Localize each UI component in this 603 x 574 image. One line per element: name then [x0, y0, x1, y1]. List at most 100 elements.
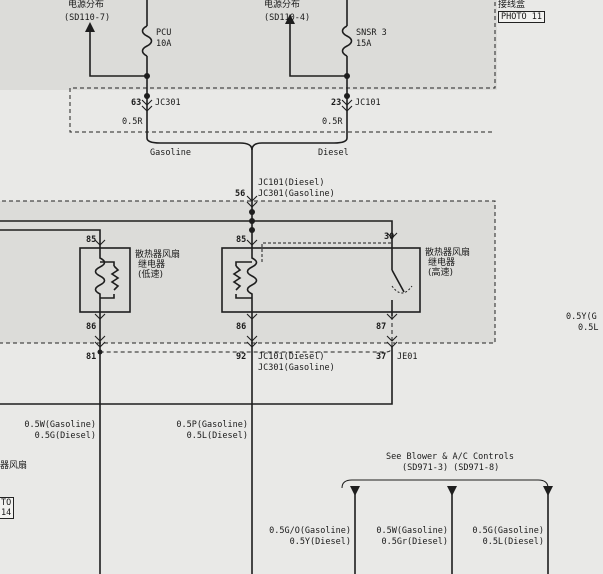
wire-mid-line2: 0.5L(Diesel) [186, 431, 248, 441]
wire-05r-right: 0.5R [322, 117, 343, 127]
arrow-blower-2 [447, 486, 457, 496]
arrow-right-source [285, 14, 295, 24]
relay-switch-link2 [391, 285, 413, 294]
label-je01: JE01 [397, 352, 418, 362]
label-diesel: Diesel [318, 148, 349, 158]
pin-37: 37 [376, 352, 387, 362]
splice-line1: JC101(Diesel) [258, 178, 325, 188]
wire-05r-left: 0.5R [122, 117, 143, 127]
conn-mark-56 [246, 195, 258, 208]
wire-mid-line1: 0.5P(Gasoline) [176, 420, 248, 430]
right-edge-wire2: 0.5L [578, 323, 599, 333]
conn-mark-86a [94, 313, 106, 320]
relay-high-switch [391, 242, 405, 316]
fuse-pcu-label: PCU [156, 28, 172, 38]
blower-wire3-a: 0.5G(Gasoline) [472, 526, 544, 536]
left-source-cn: 电源分布 [68, 0, 105, 10]
right-source-cn: 电源分布 [264, 0, 301, 10]
conn-mark-81 [94, 335, 106, 348]
conn-mark-92 [246, 335, 258, 348]
label-gasoline: Gasoline [150, 148, 191, 158]
pin-85a: 85 [86, 235, 97, 245]
pin-87: 87 [376, 322, 387, 332]
right-source-ref: (SD110-4) [264, 13, 311, 23]
conn-mark-86b [246, 313, 258, 320]
junction-box-photo: PHOTO 11 [498, 11, 545, 23]
left-source-ref: (SD110-7) [64, 13, 111, 23]
pin-81: 81 [86, 352, 97, 362]
conn-mark-85b [246, 239, 258, 246]
junction-dot-6 [249, 218, 255, 224]
wire-to-pin85a [0, 229, 101, 249]
label-jc101: JC101 [355, 98, 381, 108]
junction-dot-2 [344, 73, 350, 79]
relay-low-resistor [110, 265, 120, 291]
wire-gasoline [146, 122, 253, 151]
blower-ref-line2: (SD971-3) (SD971-8) [402, 463, 500, 473]
right-edge-wire1: 0.5Y(G [566, 312, 597, 322]
pin-30: 30 [384, 232, 395, 242]
fuse-pcu [141, 25, 153, 57]
wire-right-source [289, 20, 347, 77]
wire-diesel [251, 122, 348, 151]
blower-ref-line1: See Blower & A/C Controls [386, 452, 514, 462]
lower-jc-line1: JC101(Diesel) [258, 352, 325, 362]
wire-left-line1: 0.5W(Gasoline) [24, 420, 96, 430]
pin-85b: 85 [236, 235, 247, 245]
blower-wire2-b: 0.5Gr(Diesel) [381, 537, 448, 547]
relay-high-coil [246, 249, 258, 316]
relay-high-cn2: 继电器 [428, 258, 456, 268]
conn-mark-63 [141, 99, 153, 112]
junction-dot-1 [144, 73, 150, 79]
wire-left-line2: 0.5G(Diesel) [34, 431, 96, 441]
junction-dot-3 [144, 93, 150, 99]
relay-switch-link [261, 242, 392, 262]
arrow-left-source [85, 22, 95, 32]
fuse-snsr [341, 25, 353, 57]
relay-low-res-leads [100, 261, 115, 299]
relay-low-coil [94, 249, 106, 316]
junction-box-region [0, 0, 497, 90]
fuse-snsr-rating: 15A [356, 39, 372, 49]
relay-low-cn3: (低速) [138, 270, 164, 280]
junction-dot-7 [249, 227, 255, 233]
relay-high-res-leads [235, 261, 252, 299]
pin-63: 63 [131, 98, 142, 108]
relay-low-cn1: 散热器风扇 [135, 250, 181, 260]
pin-23: 23 [331, 98, 342, 108]
junction-dot-5 [249, 209, 255, 215]
pin-86a: 86 [86, 322, 97, 332]
junction-dot-8 [97, 349, 103, 355]
wire-je01 [0, 346, 393, 405]
pin-56: 56 [235, 189, 246, 199]
conn-mark-85a [94, 239, 106, 246]
wire-distribution [0, 220, 393, 242]
relay-high-resistor [232, 265, 242, 291]
junction-box-border [69, 0, 496, 133]
fuse-pcu-rating: 10A [156, 39, 172, 49]
blower-wire1-b: 0.5Y(Diesel) [289, 537, 351, 547]
relay-low-cn2: 继电器 [138, 260, 166, 270]
conn-mark-23 [341, 99, 353, 112]
blower-bracket [341, 479, 549, 489]
left-photo-line1: TO [1, 498, 12, 508]
conn-mark-87 [386, 313, 398, 320]
left-photo-line2: 14 [1, 508, 12, 518]
pin-92: 92 [236, 352, 247, 362]
arrow-blower-3 [543, 486, 553, 496]
junction-dot-4 [344, 93, 350, 99]
pin-86b: 86 [236, 322, 247, 332]
splice-line2: JC301(Gasoline) [258, 189, 335, 199]
relay-high-box [221, 247, 421, 313]
wire-left-source [89, 28, 147, 77]
junction-box-cn: 接线盒 [498, 0, 526, 10]
blower-wire3-b: 0.5L(Diesel) [482, 537, 544, 547]
left-relay-cn: 器风扇 [0, 461, 28, 471]
relay-high-cn1: 散热器风扇 [425, 248, 471, 258]
blower-wire1-a: 0.5G/O(Gasoline) [269, 526, 351, 536]
label-jc301: JC301 [155, 98, 181, 108]
blower-wire2-a: 0.5W(Gasoline) [376, 526, 448, 536]
